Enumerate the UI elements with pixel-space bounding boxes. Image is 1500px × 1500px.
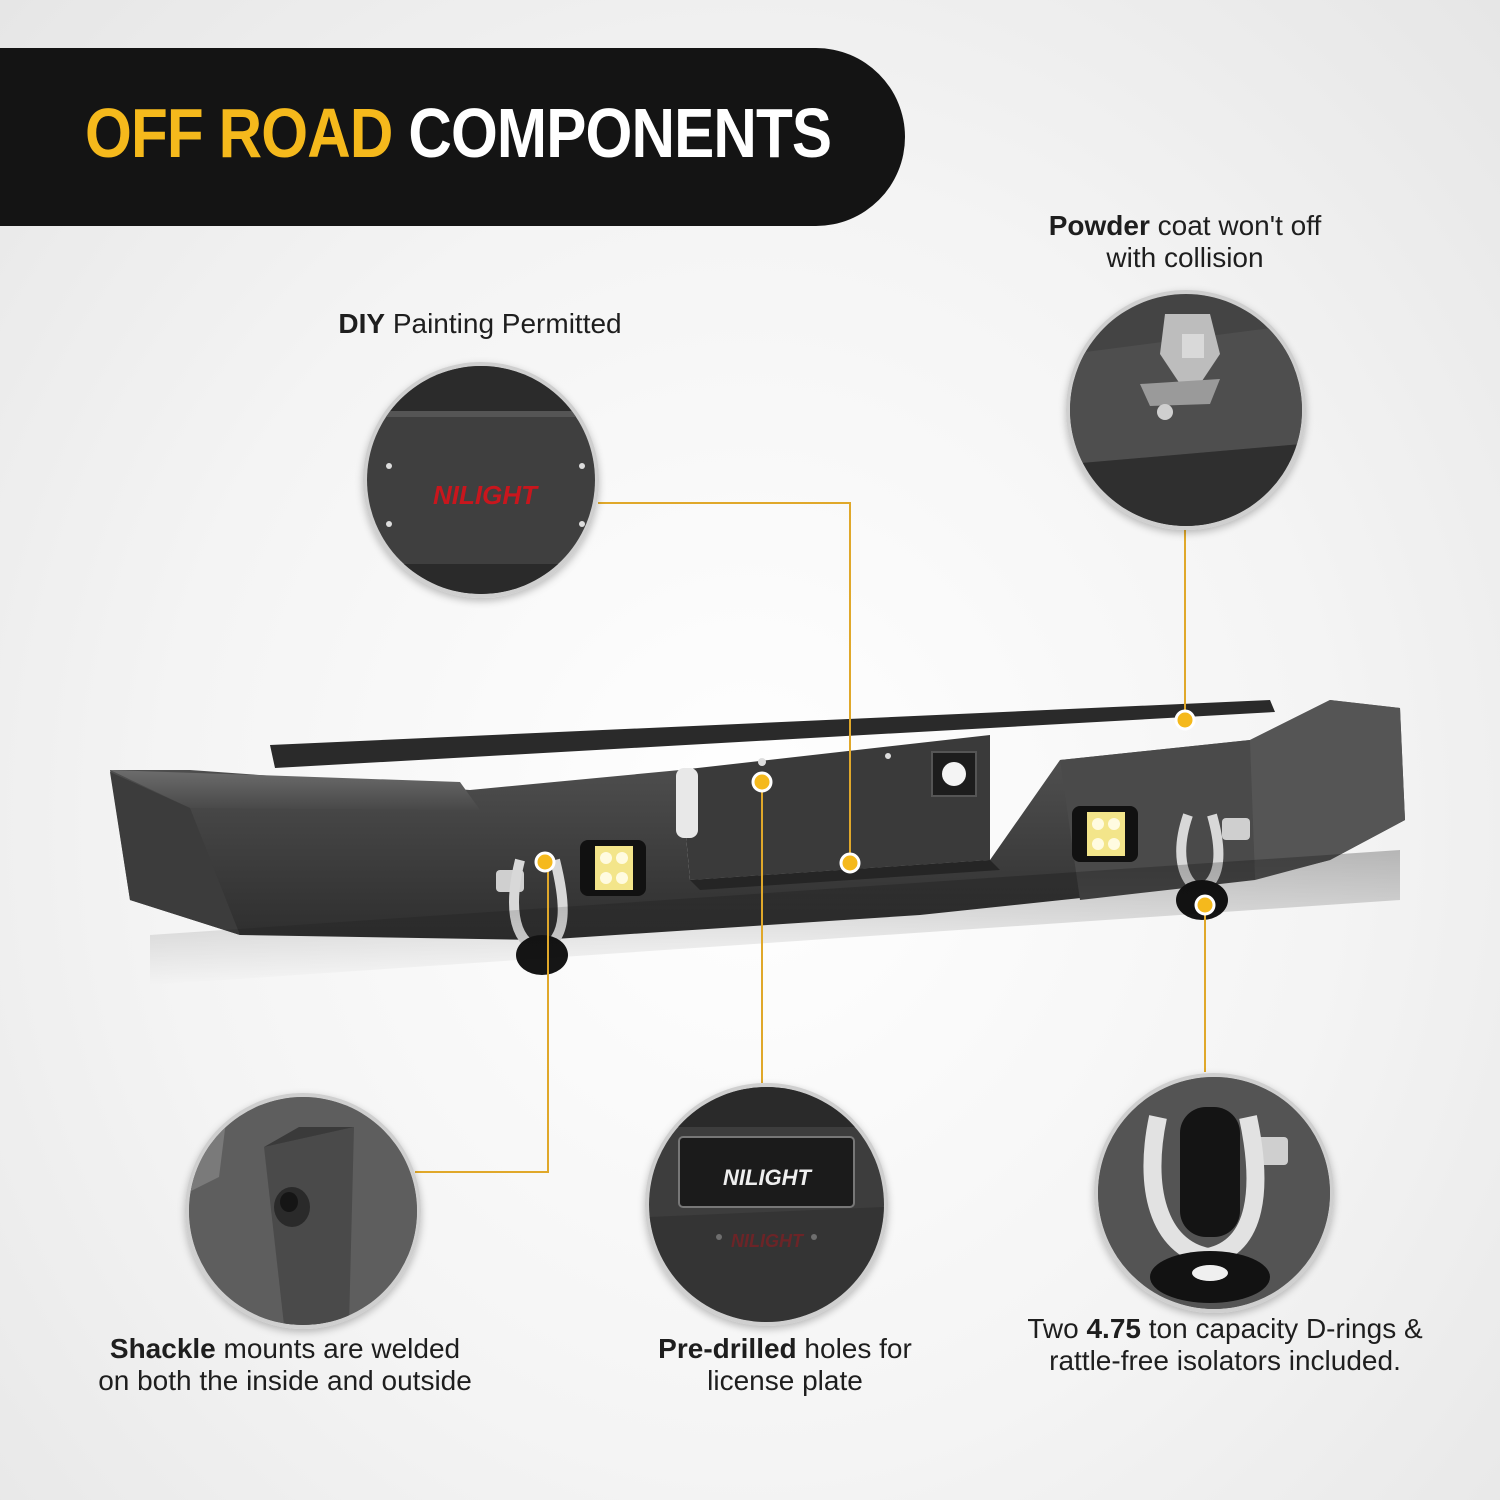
caption-drings-text1: Two <box>1027 1313 1087 1344</box>
caption-predrilled-text: holes for <box>796 1333 912 1364</box>
diy-painting-callout: NILIGHT <box>363 362 599 598</box>
caption-diy: DIY Painting Permitted <box>300 308 660 340</box>
powder-coat-callout <box>1066 290 1306 530</box>
page-title: OFF ROAD COMPONENTS <box>85 98 832 168</box>
caption-diy-text: Painting Permitted <box>385 308 622 339</box>
caption-predrilled-bold: Pre-drilled <box>658 1333 797 1364</box>
predrilled-callout: NILIGHT NILIGHT <box>645 1083 888 1326</box>
caption-powder-line2: with collision <box>1106 242 1264 273</box>
caption-drings-bold: 4.75 <box>1086 1313 1141 1344</box>
caption-powder: Powder coat won't off with collision <box>1010 210 1360 274</box>
title-rest: COMPONENTS <box>408 94 832 172</box>
caption-predrilled: Pre-drilled holes for license plate <box>615 1333 955 1397</box>
caption-shackle-line2: on both the inside and outside <box>98 1365 472 1396</box>
caption-shackle: Shackle mounts are welded on both the in… <box>70 1333 500 1397</box>
title-accent: OFF ROAD <box>85 94 393 172</box>
brand-logo-red: NILIGHT <box>433 480 539 510</box>
caption-powder-bold: Powder <box>1048 210 1150 241</box>
caption-diy-bold: DIY <box>338 308 386 339</box>
d-rings-callout <box>1094 1073 1334 1313</box>
brand-logo-plate: NILIGHT <box>723 1165 813 1190</box>
caption-drings: Two 4.75 ton capacity D-rings & rattle-f… <box>990 1313 1460 1377</box>
caption-drings-text2: ton capacity D-rings & <box>1140 1313 1423 1344</box>
caption-shackle-text: mounts are welded <box>215 1333 461 1364</box>
caption-predrilled-line2: license plate <box>707 1365 863 1396</box>
header-banner <box>0 48 905 226</box>
caption-powder-text: coat won't off <box>1149 210 1322 241</box>
caption-shackle-bold: Shackle <box>109 1333 216 1364</box>
shackle-mount-callout <box>185 1093 421 1329</box>
caption-drings-line2: rattle-free isolators included. <box>1049 1345 1401 1376</box>
